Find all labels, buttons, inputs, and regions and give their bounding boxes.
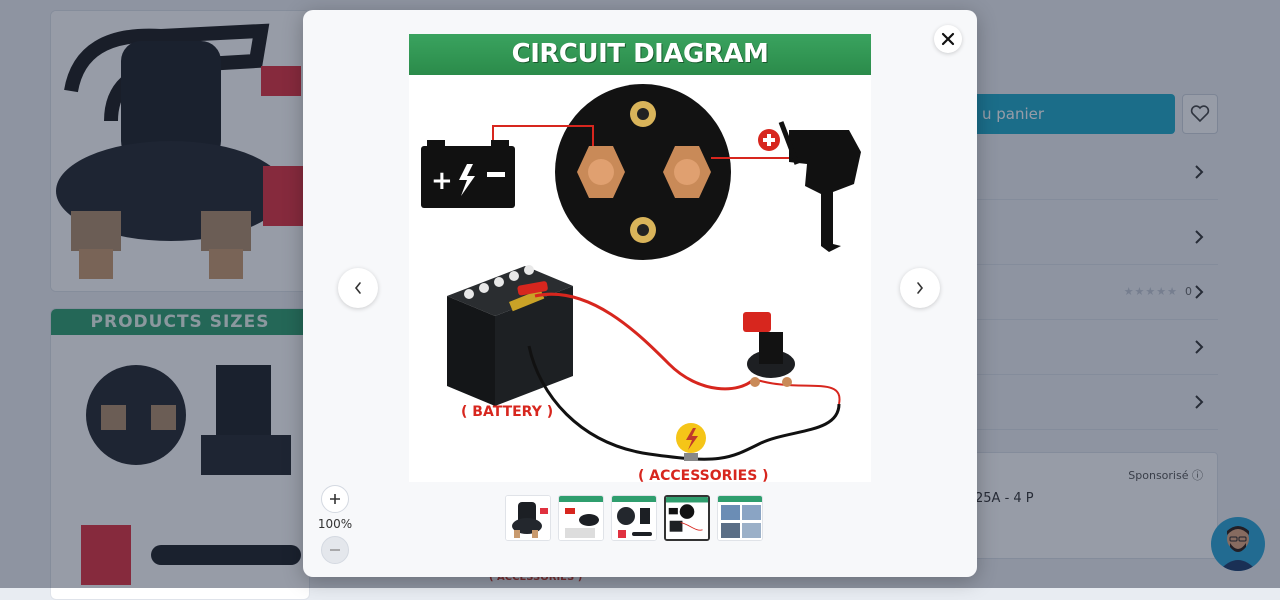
close-icon	[941, 32, 955, 46]
rating-stars: ★★★★★	[1123, 285, 1178, 298]
zoom-out-button[interactable]	[321, 536, 349, 564]
close-button[interactable]	[934, 25, 962, 53]
info-row-3[interactable]	[970, 320, 1218, 375]
thumbnail-1[interactable]	[505, 495, 551, 541]
svg-text:+: +	[431, 166, 453, 196]
image-viewer-modal: CIRCUIT DIAGRAM +	[303, 10, 977, 577]
sponsored-product-card[interactable]: Sponsorisé ⓘ 25A - 4 P	[970, 452, 1218, 559]
products-sizes-banner: PRODUCTS SIZES	[51, 309, 309, 335]
image-title: CIRCUIT DIAGRAM	[409, 34, 871, 75]
next-image-button[interactable]	[900, 268, 940, 308]
add-to-cart-button[interactable]: u panier	[970, 94, 1175, 134]
thumbnail-image	[666, 497, 708, 539]
chevron-left-icon	[354, 282, 361, 294]
product-actions: u panier ★★★★★ 0 Sponsorisé ⓘ 25A - 4 P	[970, 0, 1220, 588]
battery-label: ( BATTERY )	[461, 404, 554, 420]
product-image-sizes[interactable]: PRODUCTS SIZES	[50, 308, 310, 600]
chevron-right-icon	[1195, 395, 1204, 409]
plus-icon	[330, 494, 340, 504]
thumbnail-5[interactable]	[717, 495, 763, 541]
chevron-right-icon	[1195, 165, 1204, 179]
circuit-diagram-drawing: +	[421, 84, 861, 461]
circuit-diagram-image[interactable]: CIRCUIT DIAGRAM +	[409, 34, 871, 482]
info-row-1[interactable]	[970, 145, 1218, 200]
thumbnail-image	[612, 496, 656, 540]
avatar-icon	[1219, 526, 1257, 571]
thumbnail-image	[718, 496, 762, 540]
sponsored-label: Sponsorisé ⓘ	[1128, 469, 1203, 482]
background-caption: ( ACCESSORIES )	[489, 572, 583, 583]
switch-photo	[51, 11, 309, 291]
minus-icon	[330, 549, 340, 551]
accessories-label: ( ACCESSORIES )	[638, 468, 769, 482]
chevron-right-icon	[1195, 340, 1204, 354]
thumbnail-image	[506, 496, 550, 540]
zoom-level: 100%	[317, 517, 353, 531]
thumbnail-image	[559, 496, 603, 540]
wishlist-button[interactable]	[1182, 94, 1218, 134]
rating-count: 0	[1185, 285, 1192, 298]
info-row-2[interactable]	[970, 210, 1218, 265]
chevron-right-icon	[1195, 285, 1204, 299]
chat-assistant-avatar[interactable]	[1211, 517, 1265, 571]
sizes-drawing	[81, 365, 301, 585]
chevron-right-icon	[917, 282, 924, 294]
thumbnail-3[interactable]	[611, 495, 657, 541]
sponsored-product-title: 25A - 4 P	[975, 491, 1034, 506]
thumbnail-4-active[interactable]	[664, 495, 710, 541]
thumbnail-strip	[505, 495, 763, 543]
chevron-right-icon	[1195, 230, 1204, 244]
product-image-main[interactable]	[50, 10, 310, 292]
info-icon: ⓘ	[1192, 469, 1203, 482]
reviews-row[interactable]: ★★★★★ 0	[970, 265, 1218, 320]
product-gallery: PRODUCTS SIZES	[50, 10, 310, 600]
info-row-4[interactable]	[970, 375, 1218, 430]
heart-icon	[1190, 105, 1210, 123]
previous-image-button[interactable]	[338, 268, 378, 308]
thumbnail-2[interactable]	[558, 495, 604, 541]
zoom-in-button[interactable]	[321, 485, 349, 513]
